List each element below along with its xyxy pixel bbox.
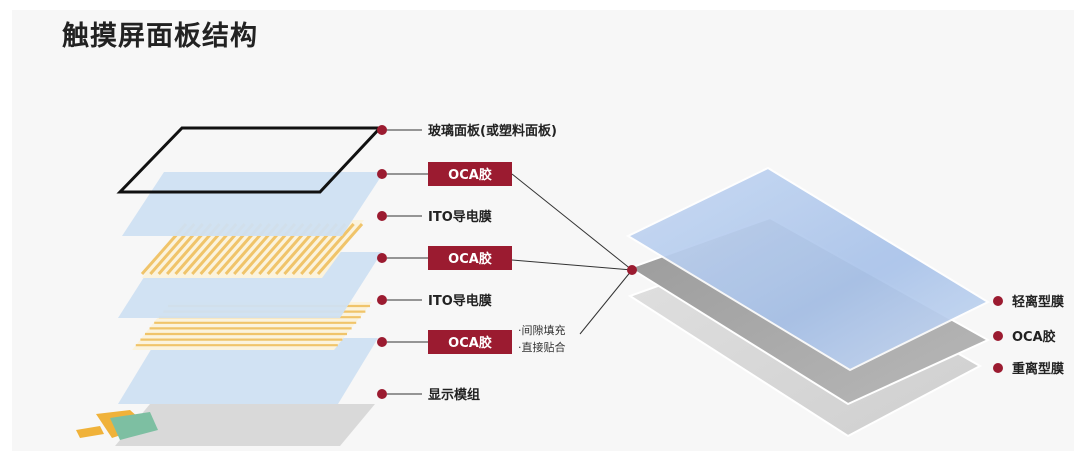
layer-label: 显示模组 — [428, 387, 480, 403]
leader-dot — [377, 295, 387, 305]
oca-note-1: ·间隙填充 — [518, 323, 566, 337]
leader-dot — [377, 253, 387, 263]
leader-dot — [377, 389, 387, 399]
layer-label: ITO导电膜 — [428, 209, 492, 225]
oca-film-1 — [122, 172, 384, 236]
oca-badge — [428, 246, 512, 270]
right-label-1: 轻离型膜 — [1012, 294, 1064, 310]
ito-stripe — [316, 223, 364, 275]
leader-dot — [377, 169, 387, 179]
display-module-layer — [76, 404, 375, 446]
glass-panel-layer — [116, 126, 384, 194]
oca-badge — [428, 162, 512, 186]
oca-badge — [428, 330, 512, 354]
oca-badge-label: OCA胶 — [448, 251, 492, 267]
oca-film-3 — [118, 338, 378, 404]
right-label-3: 重离型膜 — [1012, 361, 1064, 377]
oca-note-2: ·直接贴合 — [518, 340, 566, 354]
connector-dot — [627, 265, 637, 275]
page-title: 触摸屏面板结构 — [62, 21, 258, 52]
layer-label: 玻璃面板(或塑料面板) — [428, 123, 557, 139]
leader-dot — [377, 125, 387, 135]
right-label-2: OCA胶 — [1012, 329, 1056, 345]
light-release-film — [625, 166, 991, 372]
layer-label: ITO导电膜 — [428, 293, 492, 309]
oca-badge-label: OCA胶 — [448, 167, 492, 183]
oca-badge-label: OCA胶 — [448, 335, 492, 351]
ito-stripe — [308, 223, 355, 275]
leader-dot — [377, 211, 387, 221]
connector-lines — [511, 173, 633, 335]
right-labels: 轻离型膜 OCA胶 重离型膜 — [993, 294, 1064, 377]
leader-dot — [377, 337, 387, 347]
